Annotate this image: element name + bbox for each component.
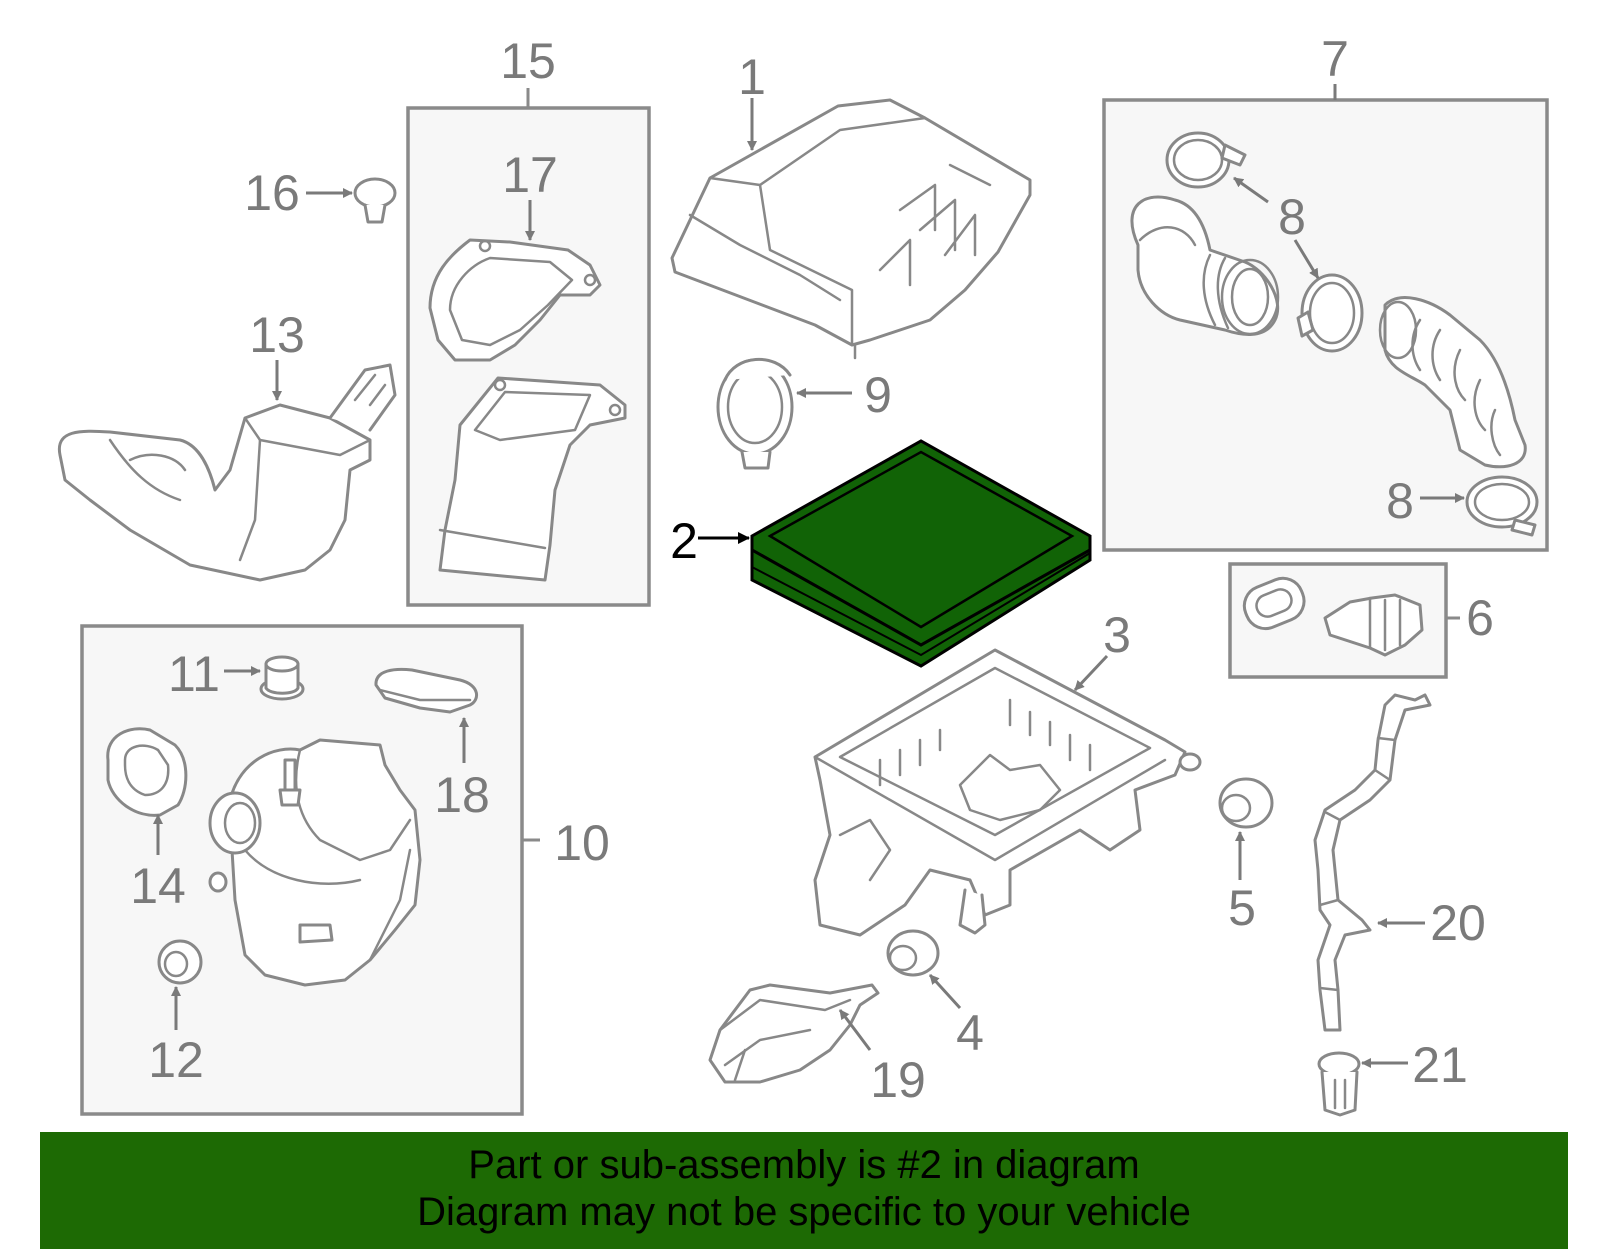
info-banner: Part or sub-assembly is #2 in diagram Di… [40,1132,1568,1249]
callout-15[interactable]: 15 [500,33,556,89]
callout-16[interactable]: 16 [244,165,300,221]
callout-12[interactable]: 12 [148,1032,204,1088]
part-5-grommet[interactable] [1218,777,1274,829]
callout-3[interactable]: 3 [1103,607,1131,663]
callout-5[interactable]: 5 [1228,880,1256,936]
callout-13[interactable]: 13 [249,307,305,363]
part-7-intake-duct-assembly[interactable] [1130,131,1539,537]
part-4-grommet[interactable] [886,929,940,977]
callout-19[interactable]: 19 [870,1052,926,1108]
part-21-pushpin[interactable] [1317,1051,1361,1117]
banner-line-1: Part or sub-assembly is #2 in diagram [468,1143,1140,1187]
arrow-8a2 [1293,239,1320,279]
callout-9[interactable]: 9 [864,367,892,423]
callout-11[interactable]: 11 [168,646,220,702]
arrow-19 [838,1009,872,1051]
callout-4[interactable]: 4 [956,1005,984,1061]
callout-1[interactable]: 1 [738,49,766,105]
callout-8-top[interactable]: 8 [1278,189,1306,245]
part-2-air-filter[interactable] [750,439,1092,668]
callout-2[interactable]: 2 [670,513,698,569]
arrow-8a [1233,176,1269,204]
part-11-cap[interactable] [259,655,305,701]
part-19-duct[interactable] [708,983,880,1084]
part-14-seal[interactable] [106,727,188,817]
part-15-duct[interactable] [438,376,627,582]
part-12-grommet[interactable] [157,939,203,985]
part-3-air-box-housing[interactable] [813,648,1202,937]
banner-line-2: Diagram may not be specific to your vehi… [417,1190,1191,1234]
part-18-cap[interactable] [374,667,479,714]
callout-17[interactable]: 17 [502,147,558,203]
callout-20[interactable]: 20 [1430,895,1486,951]
part-6-sensor[interactable] [1238,572,1424,657]
part-9-mass-air-flow-ring[interactable] [716,358,794,470]
part-13-inlet-duct[interactable] [57,363,397,582]
callout-21[interactable]: 21 [1412,1037,1468,1093]
callout-7[interactable]: 7 [1321,31,1349,87]
callout-10[interactable]: 10 [554,815,610,871]
part-10-resonator-assembly[interactable] [208,738,422,987]
callout-8-bottom[interactable]: 8 [1386,473,1414,529]
arrow-3 [1073,654,1109,692]
part-17-gasket[interactable] [428,238,602,362]
callout-18[interactable]: 18 [434,767,490,823]
part-1-air-cleaner-cover[interactable] [670,98,1032,360]
callout-14[interactable]: 14 [130,858,186,914]
callout-6[interactable]: 6 [1466,590,1494,646]
part-20-hose[interactable] [1313,693,1432,1032]
part-16-clip[interactable] [353,177,397,224]
arrow-4 [928,973,962,1010]
